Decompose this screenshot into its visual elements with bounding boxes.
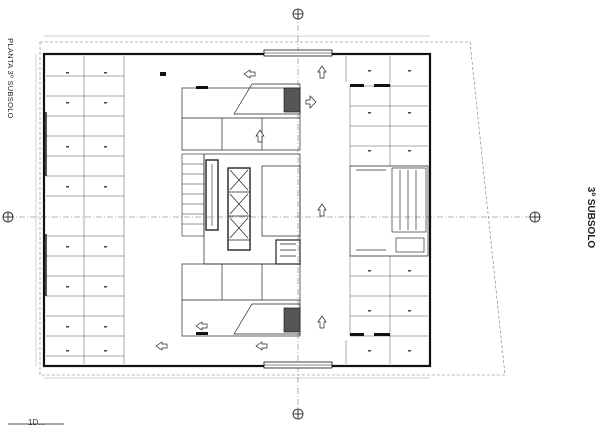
axis-marker-right: [529, 211, 541, 223]
top-opening: [263, 49, 333, 57]
right-storage-block: [349, 165, 429, 257]
drawing-title-left: PLANTA 3º SUBSOLO: [5, 38, 15, 119]
drawing-title-right: 3º SUBSOLO: [585, 186, 597, 249]
axis-lines: [8, 14, 540, 418]
left-parking-bays: [46, 56, 125, 364]
annotation-ticks: [66, 70, 411, 352]
direction-arrows: [155, 65, 327, 351]
ramp-bottom: [233, 303, 301, 335]
stair-left: [181, 153, 219, 237]
axis-marker-bottom: [292, 408, 304, 420]
site-boundary: [39, 41, 506, 376]
axis-marker-top: [292, 8, 304, 20]
central-core: [181, 87, 301, 337]
dimension-lines: [35, 35, 430, 379]
right-wall-marks: [350, 84, 390, 336]
scale-note: 1D...: [28, 418, 45, 427]
bottom-opening: [263, 361, 333, 369]
ramp-top: [233, 83, 301, 115]
columns: [160, 72, 208, 348]
axis-marker-left: [2, 211, 14, 223]
outer-wall: [42, 52, 432, 368]
